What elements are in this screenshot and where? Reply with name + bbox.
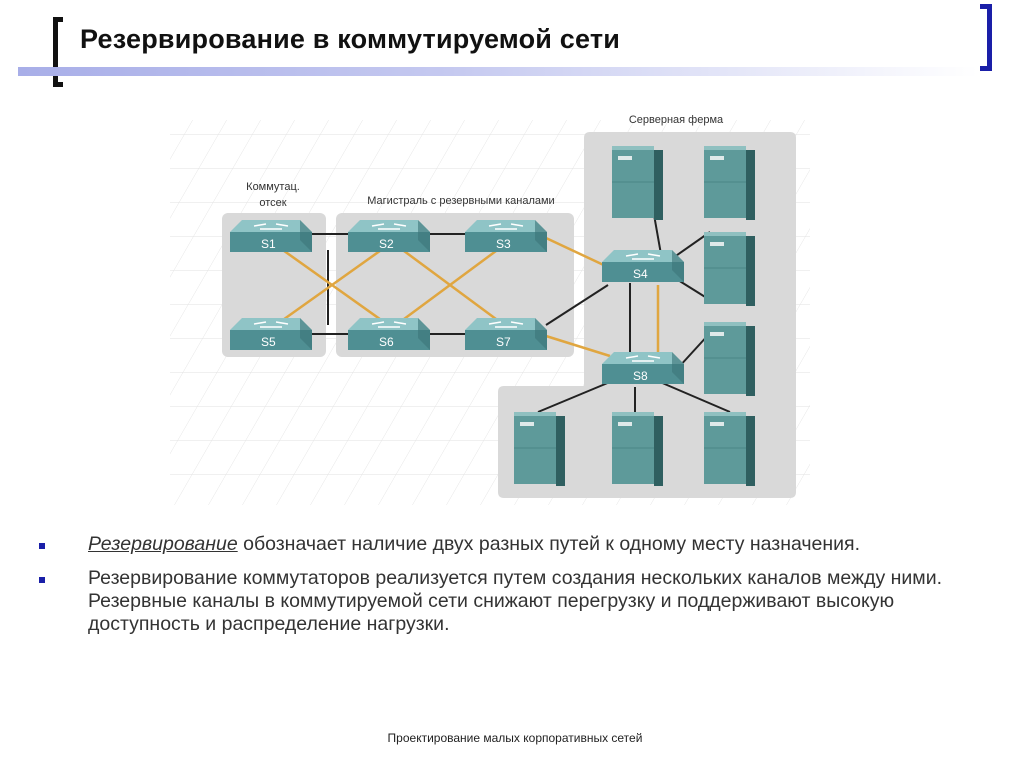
- server-icon: [611, 411, 664, 487]
- switch-s7: S7: [464, 317, 548, 351]
- switch-s5: S5: [229, 317, 313, 351]
- bullet-item: Резервирование обозначает наличие двух р…: [36, 533, 996, 556]
- access-label-line2: отсек: [259, 197, 286, 209]
- switch-s8-label: S8: [633, 369, 648, 383]
- switch-s3-label: S3: [496, 237, 511, 251]
- switch-s1: S1: [229, 219, 313, 253]
- title-underline: [18, 67, 978, 76]
- slide-title: Резервирование в коммутируемой сети: [80, 24, 621, 54]
- server-icon: [513, 411, 566, 487]
- bullet-item: Резервирование коммутаторов реализуется …: [36, 567, 996, 636]
- title-bracket-right: [980, 4, 992, 71]
- title-bracket-left: [53, 17, 63, 87]
- bullet-square-icon: [39, 577, 45, 583]
- switch-s4-label: S4: [633, 267, 648, 281]
- network-diagram: Коммутац. отсек Магистраль с резервными …: [170, 114, 810, 505]
- redundant-links: [279, 236, 660, 358]
- bullet-text: Резервирование коммутаторов реализуется …: [88, 567, 943, 635]
- switch-s1-label: S1: [261, 237, 276, 251]
- server-icon: [703, 231, 756, 307]
- access-label-line1: Коммутац.: [246, 181, 300, 193]
- switch-s7-label: S7: [496, 335, 511, 349]
- switch-s6: S6: [347, 317, 431, 351]
- server-icon: [703, 321, 756, 397]
- server-icon: [611, 145, 664, 221]
- server-icon: [703, 411, 756, 487]
- switch-s8: S8: [601, 351, 685, 385]
- bullet-term: Резервирование: [88, 533, 238, 555]
- server-icon: [703, 145, 756, 221]
- switch-s5-label: S5: [261, 335, 276, 349]
- switch-s6-label: S6: [379, 335, 394, 349]
- switch-s3: S3: [464, 219, 548, 253]
- server-farm-zone: [498, 132, 796, 498]
- switch-s4: S4: [601, 249, 685, 283]
- bullet-list: Резервирование обозначает наличие двух р…: [36, 533, 996, 647]
- server-farm-label: Серверная ферма: [629, 114, 724, 126]
- bullet-square-icon: [39, 543, 45, 549]
- switch-s2-label: S2: [379, 237, 394, 251]
- backbone-label: Магистраль с резервными каналами: [367, 195, 554, 207]
- switch-s2: S2: [347, 219, 431, 253]
- slide-footer: Проектирование малых корпоративных сетей: [387, 731, 643, 745]
- bullet-text: обозначает наличие двух разных путей к о…: [237, 533, 861, 555]
